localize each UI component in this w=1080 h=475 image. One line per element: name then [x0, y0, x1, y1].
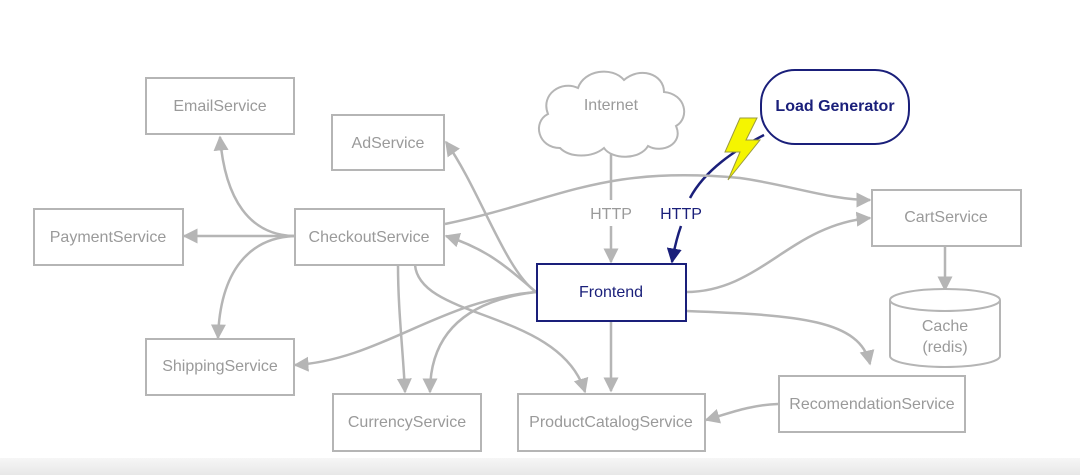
edge-loadgen-frontend	[666, 225, 683, 264]
edges	[182, 133, 953, 424]
edge-frontend-checkout	[444, 232, 537, 293]
checkout-service-label: CheckoutService	[309, 229, 430, 246]
node-ad-service[interactable]: AdService	[331, 114, 445, 171]
edge-recommendation-catalog	[704, 402, 779, 424]
database-cylinder-icon	[889, 300, 1001, 368]
product-catalog-service-label: ProductCatalogService	[529, 414, 693, 431]
node-cart-service[interactable]: CartService	[871, 189, 1022, 247]
shipping-service-label: ShippingService	[162, 358, 278, 375]
lightning-bolt-icon	[724, 117, 762, 181]
edge-checkout-cart	[444, 173, 872, 226]
recommendation-service-label: RecomendationService	[789, 396, 955, 413]
node-shipping-service[interactable]: ShippingService	[145, 338, 295, 396]
node-email-service[interactable]: EmailService	[145, 77, 295, 135]
edge-checkout-currency	[396, 264, 412, 394]
bottom-strip	[0, 458, 1080, 475]
load-generator-label: Load Generator	[775, 98, 894, 115]
email-service-label: EmailService	[173, 98, 266, 115]
edge-frontend-shipping	[293, 290, 537, 372]
node-payment-service[interactable]: PaymentService	[33, 208, 184, 266]
edge-checkout-shipping	[210, 234, 295, 340]
edge-frontend-currency	[422, 290, 537, 394]
cloud-icon	[538, 70, 686, 158]
node-cache-redis[interactable]: Cache (redis)	[889, 288, 1001, 368]
node-currency-service[interactable]: CurrencyService	[332, 393, 482, 452]
node-recommendation-service[interactable]: RecomendationService	[778, 375, 966, 433]
node-checkout-service[interactable]: CheckoutService	[294, 208, 445, 266]
edge-frontend-recommendation	[685, 309, 875, 366]
edge-checkout-email	[213, 135, 295, 238]
node-product-catalog-service[interactable]: ProductCatalogService	[517, 393, 706, 452]
node-load-generator[interactable]: Load Generator	[760, 69, 910, 145]
frontend-label: Frontend	[579, 284, 643, 301]
node-internet[interactable]: Internet	[538, 70, 686, 158]
cart-service-label: CartService	[904, 209, 988, 226]
edge-frontend-ad	[444, 140, 537, 294]
ad-service-label: AdService	[352, 135, 425, 152]
internet-label: Internet	[584, 97, 639, 114]
payment-service-label: PaymentService	[50, 229, 167, 246]
loadgen-http-label: HTTP	[660, 206, 702, 223]
currency-service-label: CurrencyService	[348, 414, 466, 431]
node-frontend[interactable]: Frontend	[536, 263, 687, 322]
cache-redis-label: (redis)	[922, 339, 967, 356]
cache-label: Cache	[922, 318, 968, 335]
internet-http-label: HTTP	[590, 206, 632, 223]
edge-checkout-catalog	[413, 264, 589, 394]
edge-frontend-cart	[685, 211, 872, 294]
